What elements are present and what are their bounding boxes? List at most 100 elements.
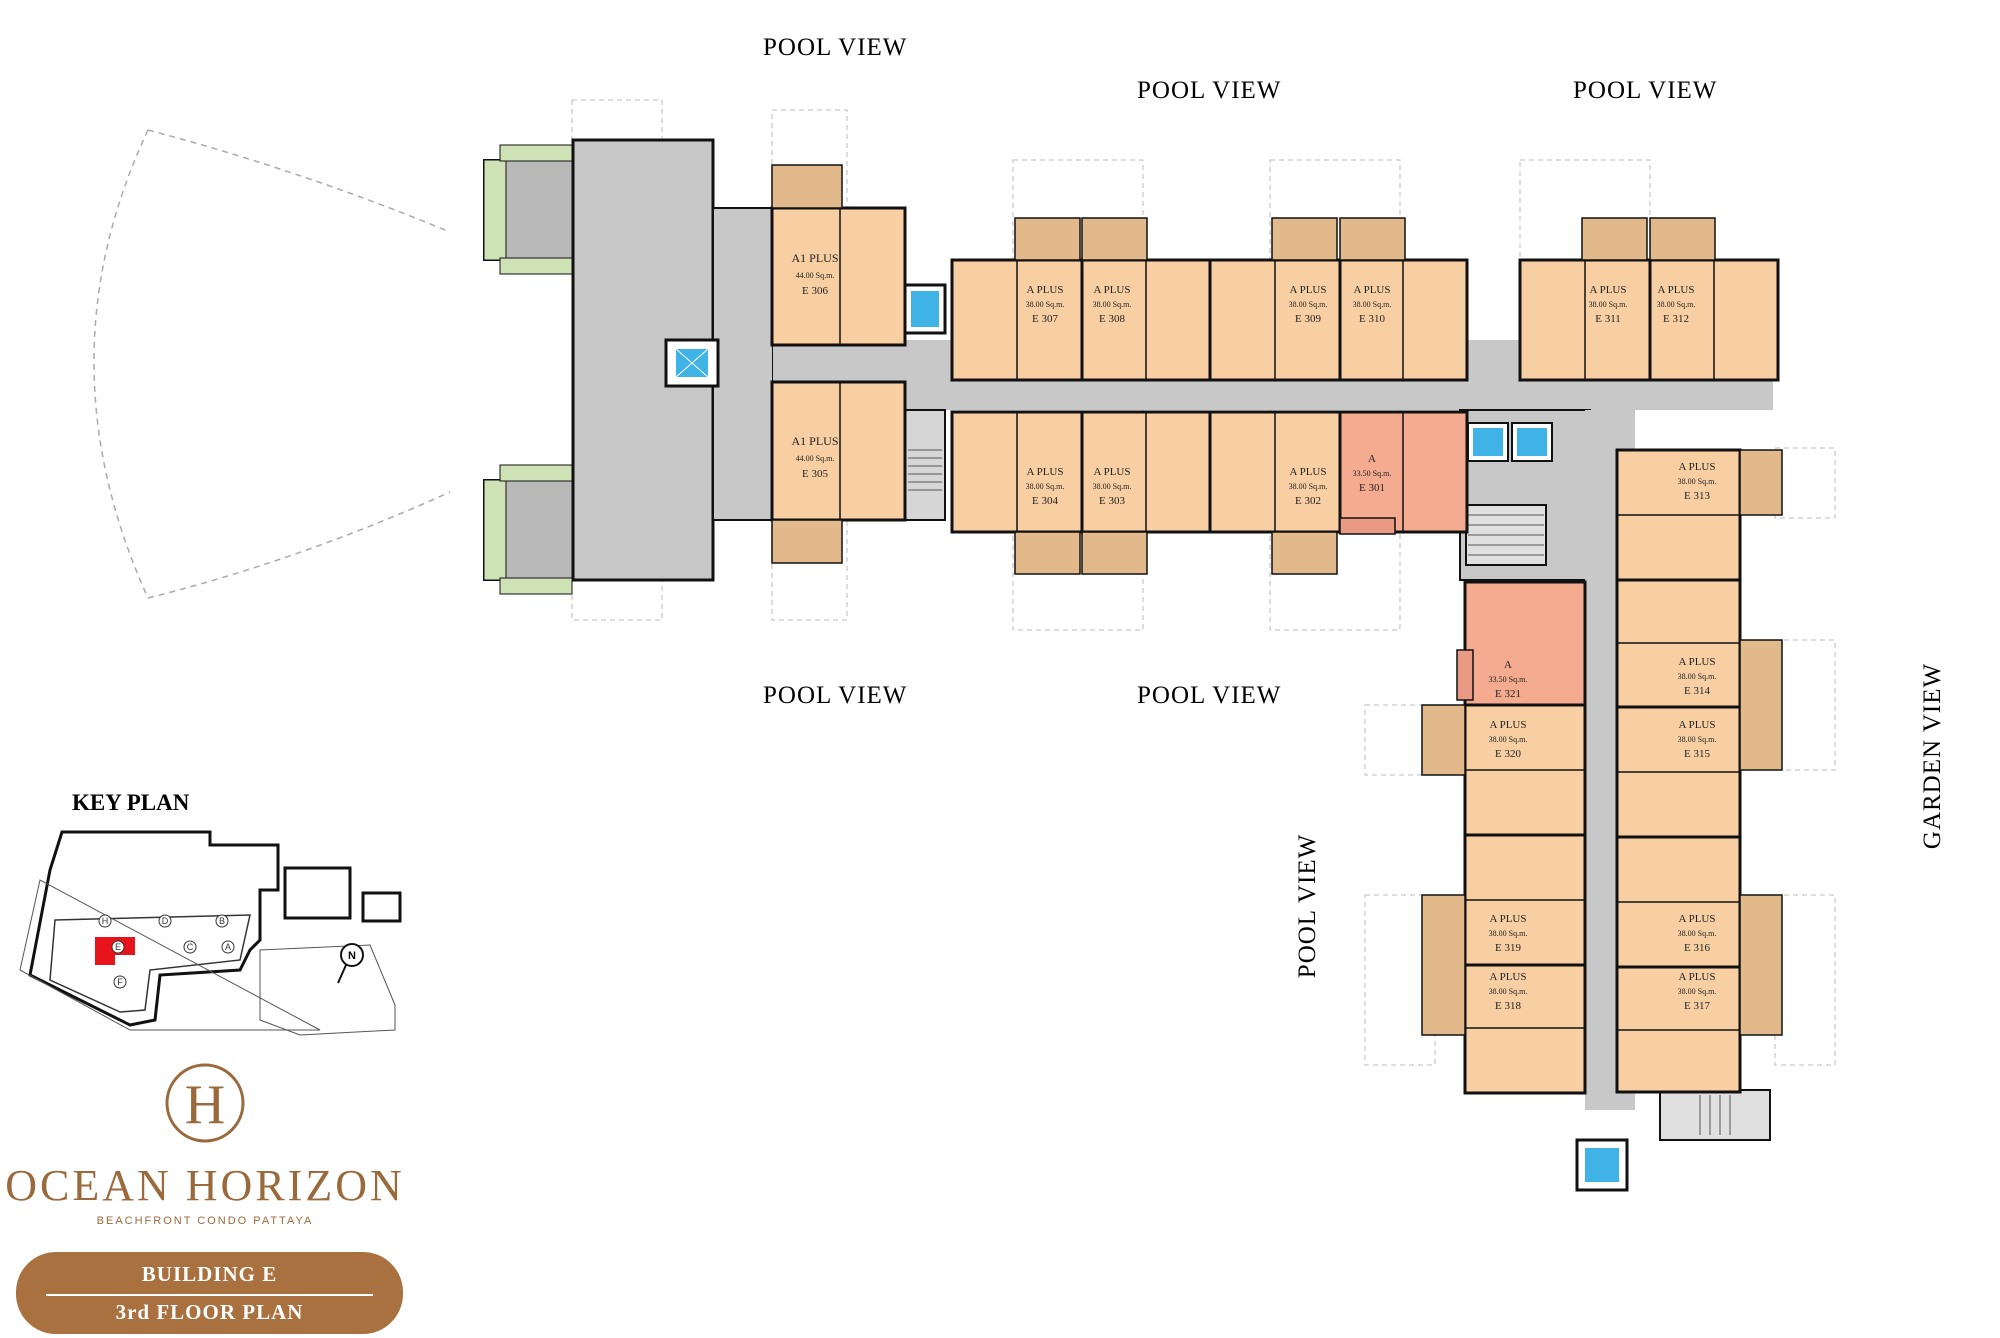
unit-size: 38.00 Sq.m. xyxy=(1489,929,1528,938)
unit-label: A PLUS 38.00 Sq.m. E 316 xyxy=(1678,913,1717,954)
brand-monogram: H xyxy=(165,1063,245,1143)
key-block-marker xyxy=(221,940,235,954)
unit-number: E 318 xyxy=(1495,1000,1521,1012)
unit-e305 xyxy=(770,380,907,522)
key-block-marker xyxy=(98,914,112,928)
unit-type: A PLUS xyxy=(1590,284,1627,296)
unit-label: A PLUS 38.00 Sq.m. E 320 xyxy=(1489,719,1528,760)
key-block-marker xyxy=(183,940,197,954)
unit-size: 38.00 Sq.m. xyxy=(1657,300,1696,309)
unit-label: A PLUS 38.00 Sq.m. E 317 xyxy=(1678,971,1717,1012)
key-block-marker xyxy=(215,914,229,928)
unit-label: A PLUS 38.00 Sq.m. E 302 xyxy=(1289,466,1328,507)
unit-type: A PLUS xyxy=(1354,284,1391,296)
unit-type: A PLUS xyxy=(1094,466,1131,478)
unit-number: E 311 xyxy=(1595,313,1621,325)
unit-size: 44.00 Sq.m. xyxy=(796,271,835,280)
key-block-letter: C xyxy=(187,942,194,952)
view-label-top-mid: POOL VIEW xyxy=(1137,77,1282,104)
badge-floor: 3rd FLOOR PLAN xyxy=(115,1300,304,1324)
unit-type: A PLUS xyxy=(1290,284,1327,296)
unit-type: A xyxy=(1368,453,1376,465)
unit-size: 38.00 Sq.m. xyxy=(1489,735,1528,744)
unit-e321 xyxy=(1463,580,1587,707)
unit-type: A PLUS xyxy=(1027,466,1064,478)
unit-label: A1 PLUS 44.00 Sq.m. E 306 xyxy=(791,251,838,297)
unit-number: E 304 xyxy=(1032,495,1058,507)
unit-number: E 316 xyxy=(1684,942,1710,954)
unit-number: E 310 xyxy=(1359,313,1385,325)
unit-type: A PLUS xyxy=(1679,461,1716,473)
unit-number: E 309 xyxy=(1295,313,1321,325)
unit-type: A PLUS xyxy=(1658,284,1695,296)
unit-type: A1 PLUS xyxy=(791,251,838,265)
unit-e306 xyxy=(770,206,907,347)
key-block-marker xyxy=(111,940,125,954)
monogram-letter: H xyxy=(185,1074,225,1136)
unit-number: E 321 xyxy=(1495,688,1521,700)
unit-size: 38.00 Sq.m. xyxy=(1489,987,1528,996)
unit-number: E 314 xyxy=(1684,685,1710,697)
unit-type: A PLUS xyxy=(1679,719,1716,731)
unit-number: E 306 xyxy=(802,285,828,297)
view-label-top-left: POOL VIEW xyxy=(763,34,908,61)
brand-tagline: BEACHFRONT CONDO PATTAYA xyxy=(96,1215,314,1227)
unit-size: 38.00 Sq.m. xyxy=(1589,300,1628,309)
unit-number: E 307 xyxy=(1032,313,1058,325)
unit-number: E 302 xyxy=(1295,495,1321,507)
north-arrow-icon: N xyxy=(348,950,356,962)
badge-building: BUILDING E xyxy=(141,1262,278,1286)
unit-size: 38.00 Sq.m. xyxy=(1678,987,1717,996)
unit-type: A PLUS xyxy=(1490,719,1527,731)
unit-size: 38.00 Sq.m. xyxy=(1678,929,1717,938)
unit-number: E 317 xyxy=(1684,1000,1710,1012)
unit-label: A PLUS 38.00 Sq.m. E 311 xyxy=(1589,284,1628,325)
unit-size: 38.00 Sq.m. xyxy=(1026,300,1065,309)
unit-label: A PLUS 38.00 Sq.m. E 307 xyxy=(1026,284,1065,325)
unit-size: 33.50 Sq.m. xyxy=(1353,469,1392,478)
unit-size: 38.00 Sq.m. xyxy=(1353,300,1392,309)
unit-type: A PLUS xyxy=(1679,971,1716,983)
key-block-letter: B xyxy=(219,916,225,926)
unit-size: 38.00 Sq.m. xyxy=(1093,300,1132,309)
view-label-bottom-left: POOL VIEW xyxy=(763,682,908,709)
brand-name: OCEAN HORIZON xyxy=(5,1161,405,1210)
view-label-top-right: POOL VIEW xyxy=(1573,77,1718,104)
unit-type: A1 PLUS xyxy=(791,434,838,448)
unit-type: A PLUS xyxy=(1679,913,1716,925)
unit-e318 xyxy=(1463,963,1587,1095)
unit-label: A PLUS 38.00 Sq.m. E 309 xyxy=(1289,284,1328,325)
key-block-letter: E xyxy=(115,942,121,952)
unit-size: 38.00 Sq.m. xyxy=(1289,482,1328,491)
badge-divider xyxy=(46,1294,373,1296)
unit-type: A PLUS xyxy=(1027,284,1064,296)
unit-size: 38.00 Sq.m. xyxy=(1289,300,1328,309)
unit-label: A33.50 Sq.m.E 301 xyxy=(1353,453,1392,494)
floor-badge: BUILDING E 3rd FLOOR PLAN xyxy=(16,1252,403,1334)
unit-type: A xyxy=(1504,659,1512,671)
unit-size: 38.00 Sq.m. xyxy=(1678,477,1717,486)
unit-size: 33.50 Sq.m. xyxy=(1489,675,1528,684)
unit-size: 38.00 Sq.m. xyxy=(1026,482,1065,491)
unit-number: E 320 xyxy=(1495,748,1521,760)
unit-label: A PLUS 38.00 Sq.m. E 313 xyxy=(1678,461,1717,502)
unit-label: A PLUS 38.00 Sq.m. E 310 xyxy=(1353,284,1392,325)
key-block-letter: H xyxy=(102,916,109,926)
unit-size: 44.00 Sq.m. xyxy=(796,454,835,463)
unit-number: E 313 xyxy=(1684,490,1710,502)
key-plan-title: KEY PLAN xyxy=(72,790,190,815)
unit-label: A PLUS 38.00 Sq.m. E 304 xyxy=(1026,466,1065,507)
key-block-marker xyxy=(113,975,127,989)
unit-type: A PLUS xyxy=(1290,466,1327,478)
unit-number: E 319 xyxy=(1495,942,1521,954)
unit-number: E 308 xyxy=(1099,313,1125,325)
